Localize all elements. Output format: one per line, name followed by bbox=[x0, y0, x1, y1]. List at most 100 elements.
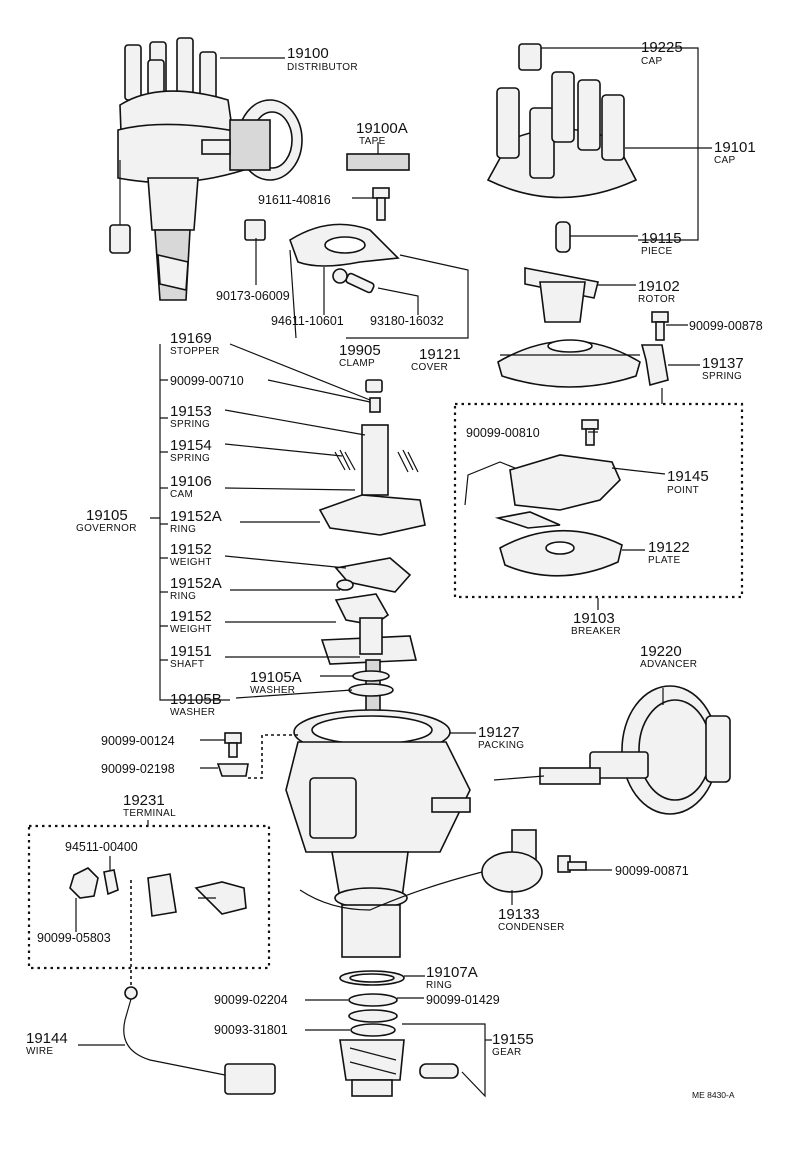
label-cap-small-num: 19225 bbox=[641, 39, 683, 56]
label-breaker-name: BREAKER bbox=[571, 626, 621, 637]
screw-00878-drawing bbox=[651, 311, 669, 341]
packing-screw-drawing bbox=[216, 732, 300, 779]
label-screw-00124: 90099-00124 bbox=[101, 734, 175, 748]
label-weight-bot-name: WEIGHT bbox=[170, 624, 212, 635]
label-ring-19152a-bot-name: RING bbox=[170, 591, 196, 602]
label-spring-19154-num: 19154 bbox=[170, 437, 212, 454]
label-cover-num: 19121 bbox=[419, 346, 461, 363]
label-ring-19152a-top-num: 19152A bbox=[170, 508, 222, 525]
label-stopper-name: STOPPER bbox=[170, 346, 220, 357]
lower-rings-gear-drawing bbox=[339, 970, 459, 1097]
cover-drawing bbox=[497, 339, 641, 388]
breaker-group-box bbox=[453, 402, 744, 599]
label-stopper-num: 19169 bbox=[170, 330, 212, 347]
point-drawing bbox=[464, 454, 621, 529]
piece-19115-drawing bbox=[555, 221, 571, 253]
terminal-group-box bbox=[27, 824, 271, 970]
figure-code: ME 8430-A bbox=[692, 1090, 735, 1100]
bolt-91611-drawing bbox=[372, 187, 390, 221]
label-screw-93180: 93180-16032 bbox=[370, 314, 444, 328]
label-pin-31801: 90093-31801 bbox=[214, 1023, 288, 1037]
label-screw-00871: 90099-00871 bbox=[615, 864, 689, 878]
label-distributor-num: 19100 bbox=[287, 45, 329, 62]
label-spring-19153-num: 19153 bbox=[170, 403, 212, 420]
label-tape-name: TAPE bbox=[359, 136, 386, 147]
screw-00810-drawing bbox=[581, 419, 599, 446]
label-weight-top-name: WEIGHT bbox=[170, 557, 212, 568]
label-washer-94611: 94611-10601 bbox=[271, 314, 344, 328]
label-advancer-name: ADVANCER bbox=[640, 659, 697, 670]
label-spring-19154-name: SPRING bbox=[170, 453, 210, 464]
cap-19101-drawing bbox=[486, 71, 638, 199]
label-screw-00710: 90099-00710 bbox=[170, 374, 244, 388]
label-governor-name: GOVERNOR bbox=[76, 523, 137, 534]
label-governor-num: 19105 bbox=[86, 507, 128, 524]
label-weight-top-num: 19152 bbox=[170, 541, 212, 558]
label-wire-num: 19144 bbox=[26, 1030, 68, 1047]
label-piece-num: 19115 bbox=[641, 230, 682, 247]
part-labels: 19100 DISTRIBUTOR 19225 CAP 19100A TAPE … bbox=[26, 39, 763, 1100]
label-cap-small-name: CAP bbox=[641, 56, 662, 67]
label-point-name: POINT bbox=[667, 485, 699, 496]
label-spring-19137-name: SPRING bbox=[702, 371, 742, 382]
housing-drawing bbox=[285, 709, 471, 958]
cap-19225-drawing bbox=[518, 43, 542, 71]
label-gear-name: GEAR bbox=[492, 1047, 522, 1058]
label-terminal-num: 19231 bbox=[123, 792, 165, 809]
spring-19137-drawing bbox=[640, 344, 669, 387]
label-clamp-name: CLAMP bbox=[339, 358, 375, 369]
label-clip-02198: 90099-02198 bbox=[101, 762, 175, 776]
label-terminal-name: TERMINAL bbox=[123, 808, 176, 819]
label-washer-19105a-name: WASHER bbox=[250, 685, 295, 696]
label-nut-94511: 94511-00400 bbox=[65, 840, 138, 854]
label-weight-bot-num: 19152 bbox=[170, 608, 212, 625]
label-ring-19152a-bot-num: 19152A bbox=[170, 575, 222, 592]
label-gear-num: 19155 bbox=[492, 1031, 534, 1048]
label-distributor-name: DISTRIBUTOR bbox=[287, 62, 358, 73]
nut-90173-drawing bbox=[244, 219, 266, 241]
condenser-drawing bbox=[299, 829, 543, 911]
label-shaft-name: SHAFT bbox=[170, 659, 204, 670]
label-cap-num: 19101 bbox=[714, 139, 756, 156]
label-spring-19153-name: SPRING bbox=[170, 419, 210, 430]
label-cap-name: CAP bbox=[714, 155, 735, 166]
label-washer-19105a-num: 19105A bbox=[250, 669, 302, 686]
label-washer-01429: 90099-01429 bbox=[426, 993, 500, 1007]
label-rotor-num: 19102 bbox=[638, 278, 680, 295]
label-plate-name: PLATE bbox=[648, 555, 680, 566]
label-packing-name: PACKING bbox=[478, 740, 524, 751]
label-cam-num: 19106 bbox=[170, 473, 212, 490]
label-plate-num: 19122 bbox=[648, 539, 690, 556]
label-cam-name: CAM bbox=[170, 489, 193, 500]
tape-drawing bbox=[346, 153, 410, 171]
label-screw-00878: 90099-00878 bbox=[689, 319, 763, 333]
label-packing-num: 19127 bbox=[478, 724, 520, 741]
label-condenser-name: CONDENSER bbox=[498, 922, 565, 933]
distributor-assembly-drawing bbox=[109, 37, 303, 301]
label-tape-num: 19100A bbox=[356, 120, 408, 137]
label-breaker-num: 19103 bbox=[573, 610, 615, 627]
label-washer-19105b-num: 19105B bbox=[170, 691, 222, 708]
plate-drawing bbox=[499, 529, 623, 577]
label-washer-19105b-name: WASHER bbox=[170, 707, 215, 718]
label-advancer-num: 19220 bbox=[640, 643, 682, 660]
label-ring-19152a-top-name: RING bbox=[170, 524, 196, 535]
label-rotor-name: ROTOR bbox=[638, 294, 675, 305]
label-wire-name: WIRE bbox=[26, 1046, 53, 1057]
label-bolt-91611: 91611-40816 bbox=[258, 193, 331, 207]
label-ring-19107a-num: 19107A bbox=[426, 964, 478, 981]
label-nut-90173: 90173-06009 bbox=[216, 289, 290, 303]
label-nut-05803: 90099-05803 bbox=[37, 931, 111, 945]
wire-drawing bbox=[123, 986, 276, 1095]
label-point-num: 19145 bbox=[667, 468, 709, 485]
label-condenser-num: 19133 bbox=[498, 906, 540, 923]
screw-00871-drawing bbox=[557, 855, 587, 873]
label-shaft-num: 19151 bbox=[170, 643, 212, 660]
label-piece-name: PIECE bbox=[641, 246, 673, 257]
label-ring-19107a-name: RING bbox=[426, 980, 452, 991]
label-screw-00810: 90099-00810 bbox=[466, 426, 540, 440]
label-cover-name: COVER bbox=[411, 362, 448, 373]
governor-stack-drawing bbox=[318, 379, 426, 751]
advancer-drawing bbox=[493, 685, 731, 815]
